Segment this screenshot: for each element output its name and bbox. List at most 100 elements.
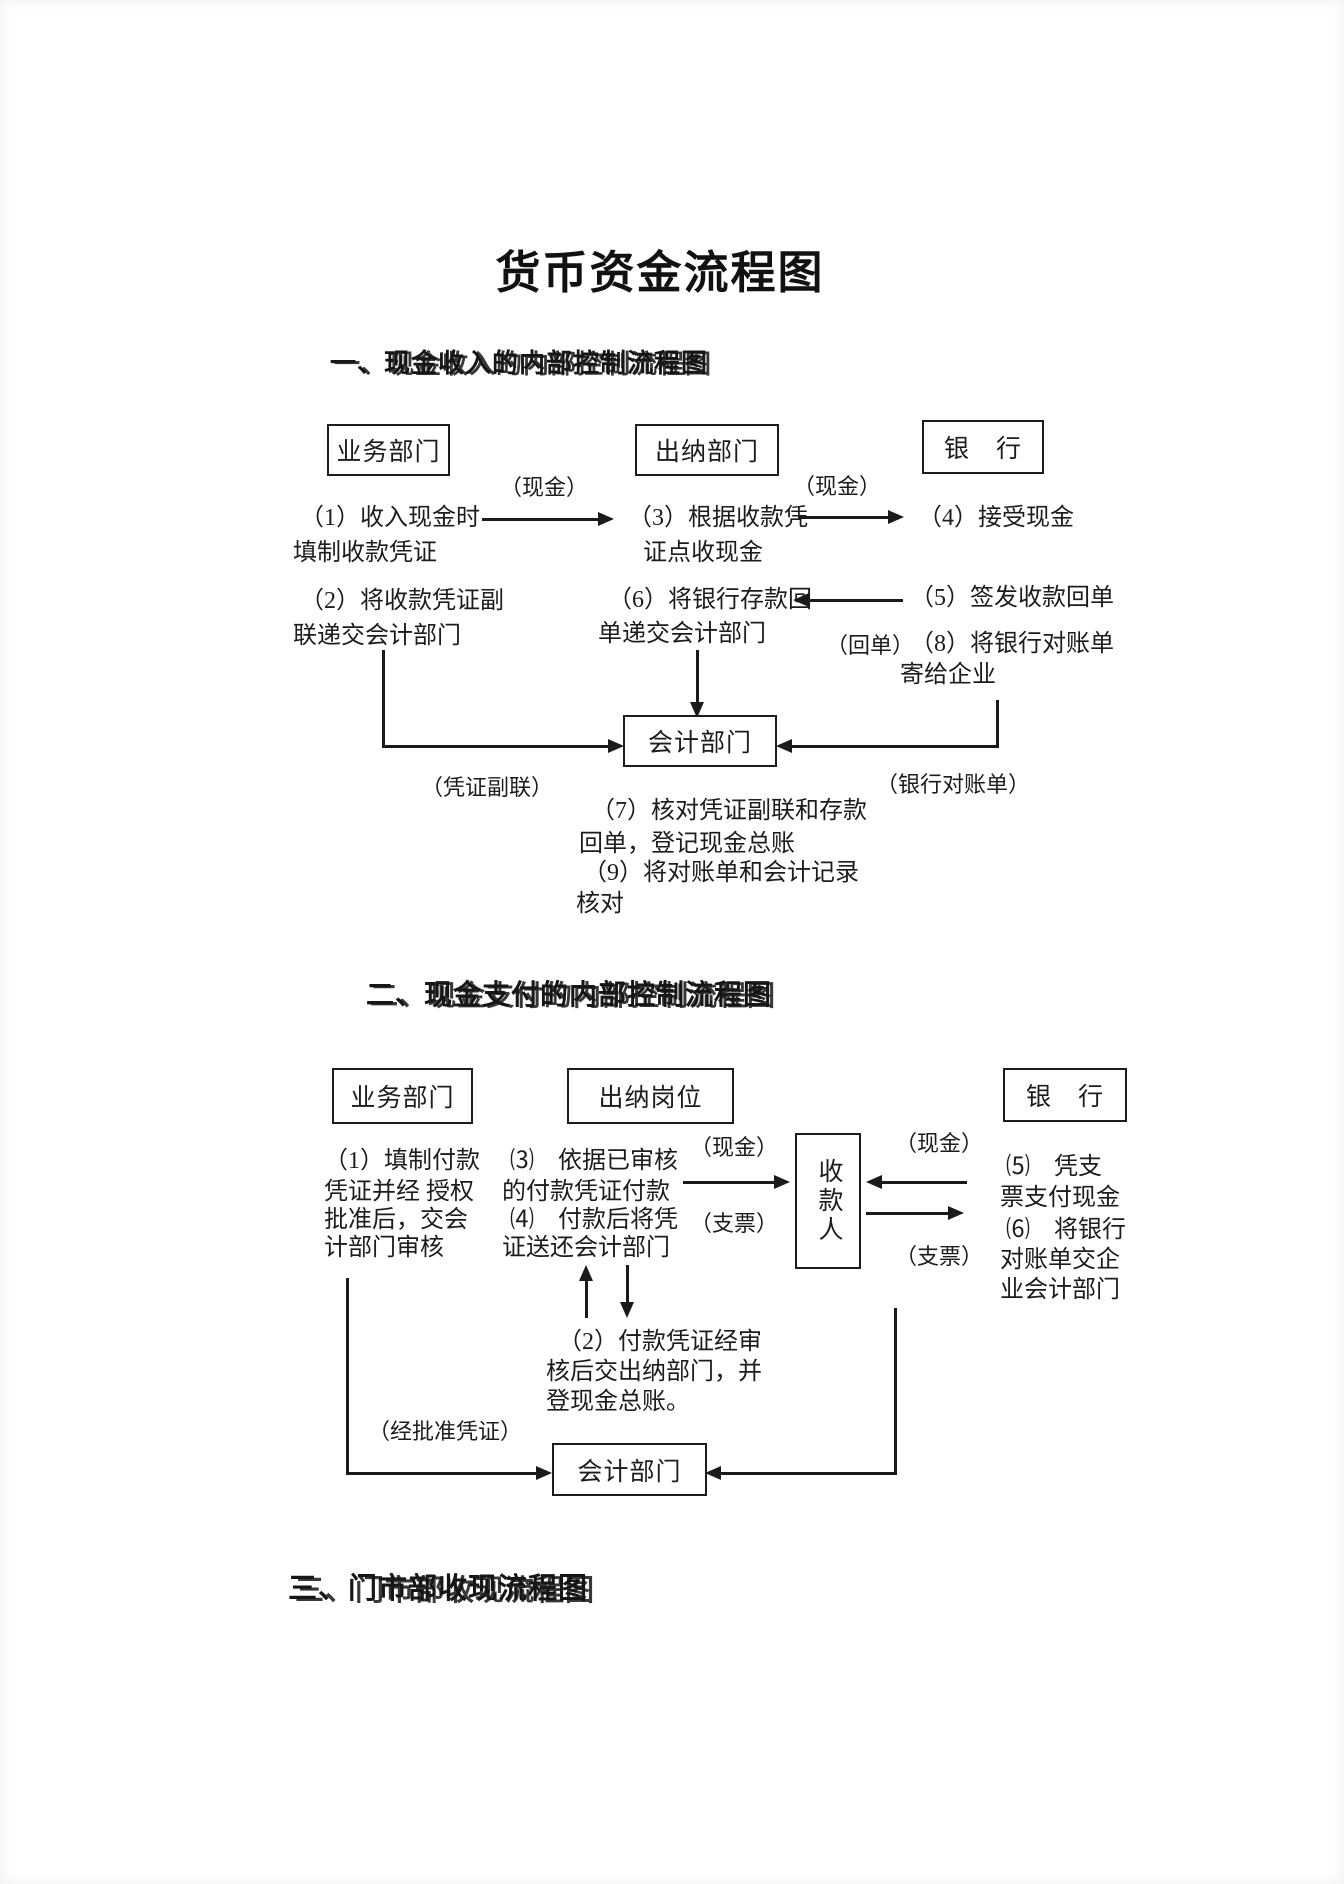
arrow-up-shaft (585, 1279, 588, 1318)
section1-heading-text: 一、现金收入的内部控制流程图 (330, 349, 709, 379)
arrow-cashier-to-payee-head (774, 1175, 790, 1189)
pay-step2-line1: （2）付款凭证经审 (558, 1329, 762, 1355)
step8-line2: 寄给企业 (900, 662, 996, 688)
arrow-step5-to-step6-shaft (808, 599, 903, 602)
box-payee-label: 收款人 (815, 1157, 842, 1245)
step1-line1: （1）收入现金时 (300, 505, 480, 531)
box-cashier-dept-label: 出纳部门 (654, 439, 759, 466)
label-cash-left-2: （现金） (690, 1135, 779, 1160)
step6-line1: （6）将银行存款回 (608, 587, 812, 613)
box-accounting-dept-2: 会计部门 (552, 1443, 707, 1496)
step6-line2: 单递交会计部门 (598, 621, 766, 647)
pay-step3-line1: ⑶ 依据已审核 (510, 1148, 678, 1174)
page-title: 货币资金流程图 (495, 246, 825, 299)
section3-heading-ghost: 三、门市部收现流程图 (295, 1573, 596, 1607)
step4-text: （4）接受现金 (918, 505, 1074, 531)
box-business-dept-2: 业务部门 (332, 1068, 473, 1124)
section3-heading: 三、门市部收现流程图 三、门市部收现流程图 (288, 1565, 594, 1607)
arrow-bank-to-payee-shaft (881, 1181, 967, 1184)
pay-step1-line4: 计部门审核 (324, 1235, 444, 1261)
pay-step4-line1: ⑷ 付款后将凭 (510, 1207, 678, 1233)
arrow-step5-to-step6-head (793, 593, 809, 607)
label-check-right: （支票） (895, 1244, 984, 1269)
box-business-dept-1-label: 业务部门 (336, 439, 441, 466)
pay-step1-line1: （1）填制付款 (324, 1148, 480, 1174)
feed-right-vline-1 (996, 700, 999, 747)
arrow-down-head (620, 1302, 634, 1318)
pay-step2-line2: 核后交出纳部门，并 (546, 1359, 762, 1385)
pay-step2-line3: 登现金总账。 (546, 1389, 690, 1415)
feed-left-head-1 (608, 739, 624, 753)
step3-line1: （3）根据收款凭 (628, 505, 808, 531)
box-bank-1-label: 银 行 (943, 436, 1022, 463)
feed-right-hline-2 (719, 1472, 897, 1475)
arrow-down-shaft (626, 1265, 629, 1304)
pay-step4-line2: 证送还会计部门 (502, 1235, 670, 1261)
label-voucher-copy: （凭证副联） (421, 775, 554, 800)
box-cashier-dept: 出纳部门 (635, 424, 779, 476)
box-bank-2: 银 行 (1003, 1068, 1127, 1122)
section2-heading: 二、现金支付的内部控制流程图 二、现金支付的内部控制流程图 (366, 973, 775, 1013)
section2-heading-text: 二、现金支付的内部控制流程图 (366, 978, 773, 1011)
arrow-up-head (579, 1265, 593, 1281)
feed-right-head-2 (705, 1466, 721, 1480)
box-accounting-dept-1-label: 会计部门 (647, 730, 752, 757)
pay-step1-line2: 凭证并经 授权 (324, 1179, 474, 1205)
pay-step6-line2: 对账单交企 (1000, 1247, 1120, 1273)
section2-heading-ghost: 二、现金支付的内部控制流程图 (370, 979, 777, 1012)
box-payee: 收款人 (795, 1133, 861, 1269)
arrow-step1-to-step3-shaft (482, 518, 600, 521)
feed-left-head-2 (536, 1466, 552, 1480)
box-accounting-dept-2-label: 会计部门 (577, 1458, 682, 1486)
box-bank-1: 银 行 (922, 420, 1044, 474)
feed-center-vline-1 (696, 650, 699, 704)
step8-line1: （8）将银行对账单 (910, 631, 1114, 657)
label-approved-voucher: （经批准凭证） (368, 1419, 523, 1444)
box-bank-2-label: 银 行 (1025, 1084, 1104, 1111)
step9-line1: （9）将对账单和会计记录 (583, 860, 859, 886)
feed-right-head-1 (776, 739, 792, 753)
step2-line2: 联递交会计部门 (293, 623, 461, 649)
pay-step3-line2: 的付款凭证付款 (502, 1179, 670, 1205)
pay-step6-line3: 业会计部门 (1000, 1277, 1120, 1303)
section1-heading: 一、现金收入的内部控制流程图 一、现金收入的内部控制流程图 (330, 343, 711, 380)
pay-step6-line1: ⑹ 将银行 (1006, 1217, 1126, 1243)
arrow-payee-to-bank-shaft (866, 1212, 950, 1215)
box-accounting-dept-1: 会计部门 (623, 715, 777, 767)
label-cash-right-2: （现金） (895, 1131, 984, 1156)
section1-heading-ghost: 一、现金收入的内部控制流程图 (334, 350, 713, 380)
feed-right-hline-1 (790, 745, 999, 748)
step7-line2: 回单，登记现金总账 (579, 831, 795, 857)
label-check-left: （支票） (690, 1211, 779, 1236)
arrow-step3-to-step4-shaft (798, 516, 890, 519)
box-business-dept-2-label: 业务部门 (350, 1085, 455, 1112)
feed-right-vline-2 (894, 1308, 897, 1475)
feed-left-vline-2 (346, 1278, 349, 1475)
feed-left-hline-2 (346, 1472, 538, 1475)
feed-left-vline-1 (382, 650, 385, 748)
label-bank-statement: （银行对账单） (876, 772, 1031, 797)
box-business-dept-1: 业务部门 (327, 424, 450, 476)
section3-heading-text: 三、门市部收现流程图 (288, 1571, 589, 1605)
label-cash-left-1: （现金） (500, 475, 589, 500)
step9-line2: 核对 (576, 891, 624, 917)
arrow-step3-to-step4-head (888, 510, 904, 524)
step3-line2: 证点收现金 (643, 540, 763, 566)
pay-step1-line3: 批准后，交会 (324, 1207, 468, 1233)
arrow-step1-to-step3-head (598, 512, 614, 526)
pay-step5-line2: 票支付现金 (1000, 1185, 1120, 1211)
box-cashier-post: 出纳岗位 (567, 1068, 734, 1124)
step1-line2: 填制收款凭证 (293, 540, 437, 566)
box-cashier-post-label: 出纳岗位 (598, 1085, 703, 1112)
label-cash-right-1: （现金） (793, 474, 882, 499)
feed-left-hline-1 (382, 745, 610, 748)
arrow-bank-to-payee-head (866, 1175, 882, 1189)
step5-text: （5）签发收款回单 (910, 585, 1114, 611)
step7-line1: （7）核对凭证副联和存款 (591, 798, 867, 824)
arrow-payee-to-bank-head (948, 1206, 964, 1220)
pay-step5-line1: ⑸ 凭支 (1006, 1154, 1102, 1180)
feed-center-head-1 (690, 702, 704, 718)
step2-line1: （2）将收款凭证副 (300, 588, 504, 614)
label-receipt: （回单） (826, 633, 915, 658)
arrow-cashier-to-payee-shaft (683, 1181, 776, 1184)
